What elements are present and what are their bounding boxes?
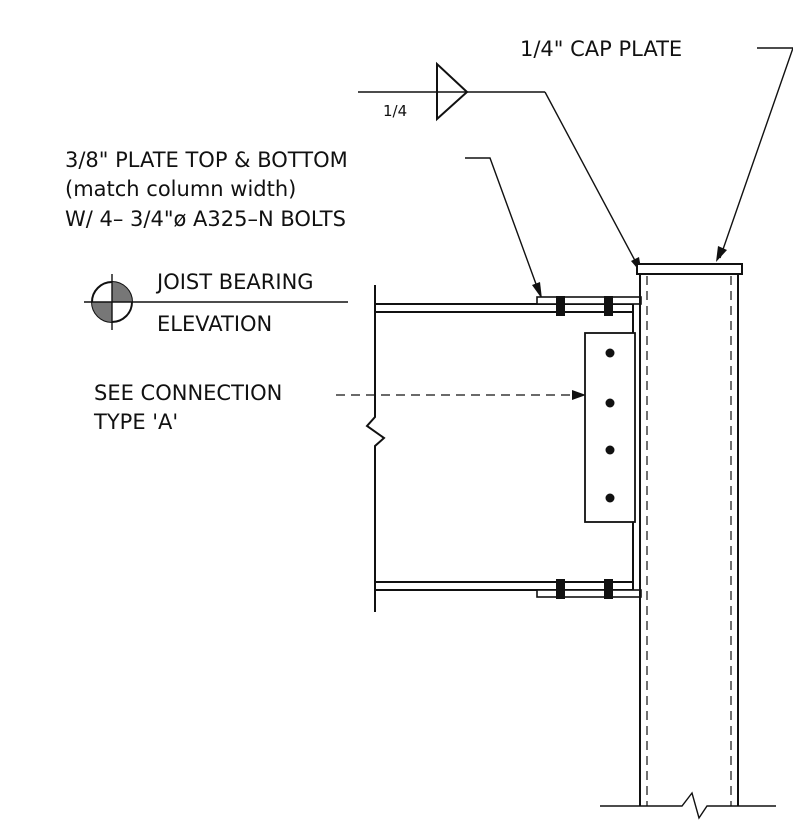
elevation-label: ELEVATION bbox=[157, 312, 272, 336]
bolt bbox=[605, 493, 615, 503]
connection-leader bbox=[336, 390, 586, 400]
bolt bbox=[605, 445, 615, 455]
plate-note-line2: (match column width) bbox=[65, 177, 296, 201]
bolt bbox=[605, 398, 615, 408]
bolt bbox=[556, 296, 565, 316]
column bbox=[600, 263, 776, 820]
cap-plate-label: 1/4" CAP PLATE bbox=[520, 37, 682, 61]
bolt bbox=[604, 579, 613, 599]
see-connection-label: SEE CONNECTION bbox=[94, 381, 282, 405]
shear-tab bbox=[584, 332, 636, 523]
cap-plate bbox=[636, 263, 743, 275]
plate-note-leader bbox=[465, 157, 542, 299]
joist-bearing-label: JOIST BEARING bbox=[155, 270, 314, 294]
plate-note-line1: 3/8" PLATE TOP & BOTTOM bbox=[65, 148, 348, 172]
top-plate bbox=[536, 296, 642, 305]
cap-plate-leader bbox=[716, 47, 793, 262]
plate-bolts bbox=[556, 296, 613, 599]
connection-type-label: TYPE 'A' bbox=[93, 410, 178, 434]
bottom-plate bbox=[536, 589, 642, 598]
bolt bbox=[556, 579, 565, 599]
bolt bbox=[605, 348, 615, 358]
elevation-marker-icon bbox=[84, 274, 140, 330]
plate-note-line3: W/ 4– 3/4"ø A325–N BOLTS bbox=[65, 207, 346, 231]
weld-symbol bbox=[358, 61, 642, 274]
bolt bbox=[604, 296, 613, 316]
weld-size-label: 1/4 bbox=[383, 102, 407, 120]
